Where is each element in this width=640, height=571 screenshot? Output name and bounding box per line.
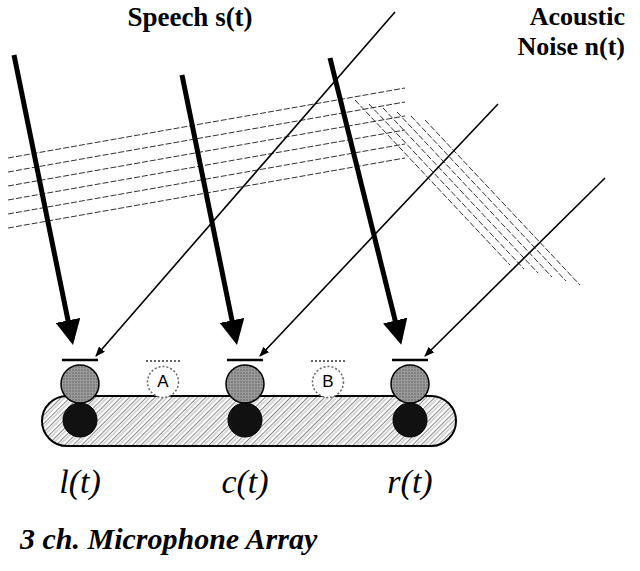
array-caption: 3 ch. Microphone Array	[20, 522, 317, 556]
noise-arrows	[96, 12, 605, 356]
array-bar	[42, 396, 456, 446]
wavefront-lines	[8, 88, 580, 285]
speech-title: Speech s(t)	[70, 2, 310, 33]
circle-letter: A	[157, 372, 168, 392]
noise-title: Acoustic Noise n(t)	[495, 2, 625, 62]
speech-arrows	[14, 55, 400, 340]
dotted-circle: A	[146, 365, 180, 399]
signal-name: r(t)	[360, 462, 460, 501]
signal-name: c(t)	[195, 462, 295, 501]
signal-name: l(t)	[30, 462, 130, 501]
circle-letter: B	[322, 372, 333, 392]
dotted-circle: B	[311, 365, 345, 399]
microphones	[61, 360, 429, 437]
